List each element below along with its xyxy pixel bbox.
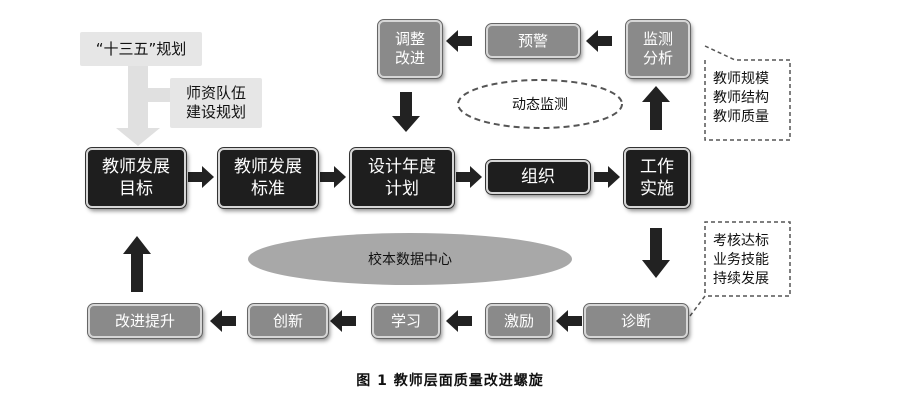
arrow-incentive-learn [446,310,472,332]
arrow-monitor-warn [586,30,612,52]
arrow-organize-work [594,166,620,188]
node-goal: 教师发展 目标 [85,147,187,209]
arrow-warn-adjust [446,30,472,52]
data-center-label: 校本数据中心 [368,252,452,268]
node-improve: 改进提升 [87,303,203,339]
arrow-work-monitor [642,86,670,130]
dynamic-monitoring-label: 动态监测 [512,97,568,113]
node-organize: 组织 [485,159,591,195]
callout-top-dashed [704,45,791,141]
arrow-innovate-improve [210,310,236,332]
arrow-adjust-plan [392,92,420,132]
node-incentive: 激励 [485,303,553,339]
node-plan: 设计年度 计划 [349,147,455,209]
side-note-bottom: 考核达标 业务技能 持续发展 [713,233,769,287]
arrow-goal-standard [188,166,214,188]
node-standard: 教师发展 标准 [217,147,319,209]
node-work: 工作 实施 [623,147,691,209]
dynamic-monitoring-oval [457,79,623,129]
arrow-improve-goal [123,236,151,292]
arrow-standard-plan [320,166,346,188]
side-note-top: 教师规模 教师结构 教师质量 [713,71,769,125]
light-connector [148,88,170,102]
staff-plan-note: 师资队伍 建设规划 [170,78,262,128]
figure-caption: 图 1 教师层面质量改进螺旋 [356,373,544,389]
arrow-work-diagnose [642,228,670,278]
data-center-oval [248,233,572,285]
node-monitor: 监测 分析 [625,19,691,79]
thirteenth-five-year-plan-note: “十三五”规划 [80,32,202,66]
node-learn: 学习 [371,303,441,339]
arrow-diagnose-incentive [556,310,582,332]
arrow-plan-organize [456,166,482,188]
node-adjust: 调整 改进 [377,19,443,79]
callout-bottom-dashed [689,221,791,317]
node-warn: 预警 [485,23,581,59]
light-arrow-down [116,66,160,146]
node-diagnose: 诊断 [583,303,689,339]
node-innovate: 创新 [247,303,329,339]
arrow-learn-innovate [330,310,356,332]
